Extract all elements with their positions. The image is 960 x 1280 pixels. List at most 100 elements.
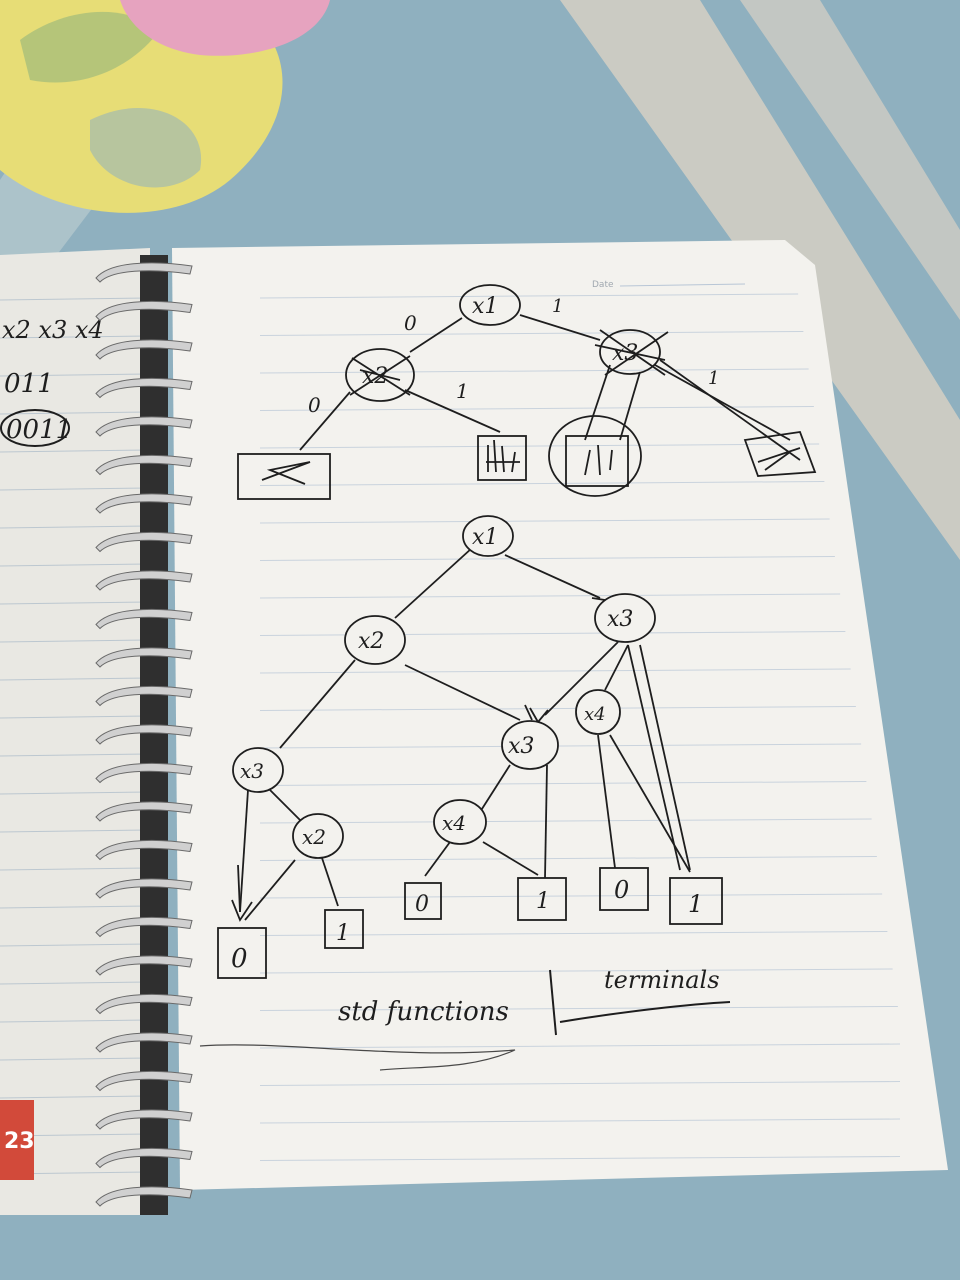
bottom-node-label-3: x3: [508, 734, 534, 759]
ruled-line: [259, 443, 820, 449]
top-leaf-1: [237, 453, 331, 500]
caption-terminals: terminals: [604, 966, 720, 994]
terminal-label-6: 1: [688, 890, 703, 918]
left-page-text-3: 0011: [6, 415, 72, 445]
ruled-line: [259, 406, 814, 411]
ruled-line: [259, 518, 830, 524]
terminal-boxes: [217, 867, 723, 979]
top-right-label: x3: [612, 341, 638, 366]
spiral-ring: [95, 608, 193, 630]
bottom-node-7: [575, 689, 621, 735]
left-page-lines: [0, 297, 151, 1175]
bottom-tree-nodes: [232, 515, 656, 859]
top-leaf-3: [565, 435, 629, 487]
ruled-line: [259, 481, 825, 486]
spiral-ring: [95, 916, 193, 938]
bottom-node-label-5: x2: [302, 825, 326, 849]
terminal-label-2: 1: [336, 921, 350, 946]
top-leaf-3-circle: [548, 415, 642, 497]
ruled-line: [259, 1081, 901, 1086]
bottom-node-label-2: x2: [358, 629, 384, 654]
spiral-ring: [95, 570, 193, 591]
ruled-line: [259, 293, 799, 299]
spiral-ring: [95, 1109, 193, 1130]
top-leaf-2: [477, 435, 527, 481]
terminal-box-5: [599, 867, 649, 911]
spiral-ring: [95, 416, 193, 437]
caption-divider: [549, 969, 557, 1036]
bottom-node-8: [501, 720, 559, 770]
ruled-line: [259, 593, 841, 599]
terminal-box-3: [404, 882, 442, 920]
bottom-node-label-8: x3: [607, 607, 633, 632]
bottom-node-label-7: x4: [584, 704, 606, 725]
terminal-box-6: [669, 877, 723, 925]
top-left-label: x2: [362, 364, 388, 389]
ruled-line: [259, 706, 856, 711]
ruled-line: [259, 368, 809, 374]
bottom-node-3: [594, 593, 656, 643]
top-edge-label-5: 1: [708, 368, 719, 389]
date-label: Date: [592, 280, 614, 290]
flower-gap: [90, 108, 202, 188]
ruled-line: [259, 856, 877, 861]
spiral-ring: [95, 1070, 193, 1092]
ruled-line: [259, 1006, 898, 1011]
bottom-node-label-6: x4: [442, 811, 466, 835]
ruled-line: [259, 1118, 901, 1124]
spiral-ring: [95, 339, 193, 360]
flower-petal: [120, 0, 330, 56]
right-page: [172, 240, 948, 1190]
date-line: [619, 283, 746, 287]
bottom-node-5: [292, 813, 344, 859]
bottom-node-label-1: x1: [472, 525, 498, 550]
ruled-line: [259, 781, 867, 786]
bottom-node-6: [433, 799, 487, 845]
terminal-label-4: 1: [536, 889, 550, 914]
spiral-ring: [95, 300, 193, 322]
top-edge-label-4: 1: [456, 379, 469, 403]
left-page-text-1: x2 x3 x4: [2, 316, 104, 344]
left-page-text-2: 011: [4, 369, 54, 399]
ruled-line: [259, 668, 851, 674]
spiral-ring: [95, 993, 193, 1015]
spiral-ring: [95, 762, 193, 784]
spine: [140, 255, 168, 1215]
ruled-line: [259, 968, 893, 974]
spiral-ring: [95, 1186, 193, 1207]
ruled-line: [259, 556, 835, 561]
spiral-ring: [95, 454, 193, 476]
top-root-label: x1: [472, 294, 498, 319]
terminal-box-4: [517, 877, 567, 921]
caption-underline: [559, 1001, 731, 1023]
ruled-line: [259, 331, 804, 336]
spiral-ring: [95, 685, 193, 707]
bottom-node-4: [232, 747, 284, 793]
pencil-stroke: [199, 1044, 516, 1071]
caption-std-functions: std functions: [338, 997, 509, 1027]
terminal-label-5: 0: [614, 876, 629, 904]
top-node-x3: [599, 329, 661, 375]
flower-leaf-shadow: [20, 11, 160, 83]
left-page-circle: [0, 409, 70, 447]
top-node-x2: [345, 348, 415, 402]
ruled-line: [259, 931, 888, 936]
terminal-box-2: [324, 909, 364, 949]
spiral-binding: [95, 262, 193, 1207]
spiral-ring: [95, 262, 193, 283]
ruled-line: [259, 743, 862, 749]
spiral-ring: [95, 647, 193, 668]
spiral-ring: [95, 878, 193, 899]
spiral-ring: [95, 1147, 193, 1169]
bottom-node-2: [344, 615, 406, 665]
terminal-label-3: 0: [415, 892, 429, 917]
terminal-label-1: 0: [231, 944, 248, 974]
ruled-line: [259, 1156, 901, 1161]
spiral-ring: [95, 724, 193, 745]
right-page-lines: [259, 293, 901, 1161]
bottom-node-label-4: x3: [240, 759, 264, 783]
top-tree: [237, 284, 817, 500]
top-edge-label-3: 0: [308, 393, 321, 417]
bottom-node-1: [462, 515, 514, 557]
